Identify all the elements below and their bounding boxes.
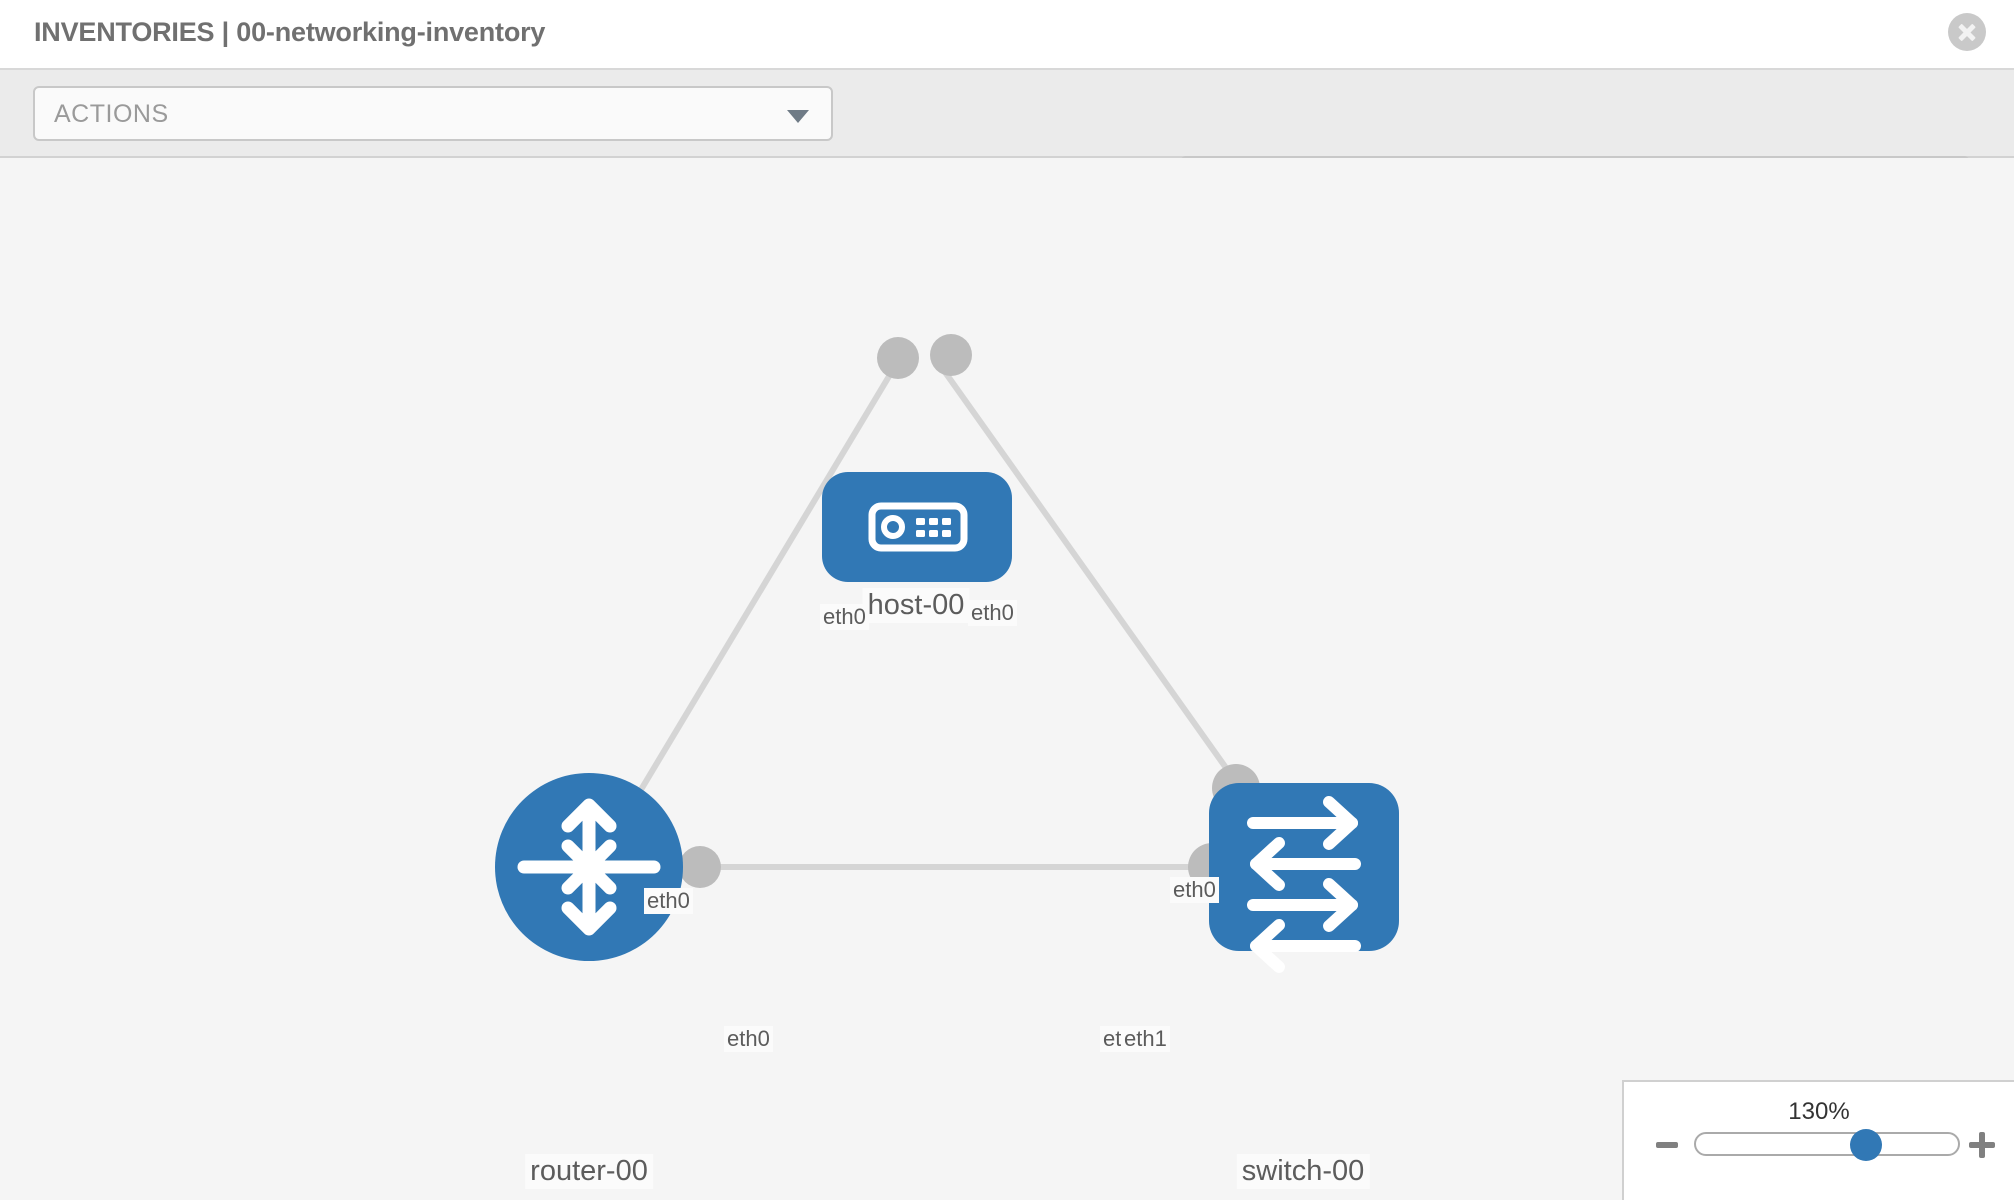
topology-graph bbox=[495, 334, 1399, 973]
topology-canvas[interactable]: host-00 router-00 switch-00 eth0 eth0 et… bbox=[0, 158, 2014, 1200]
connector-host-right bbox=[930, 334, 972, 376]
iface-label: eth0 bbox=[644, 888, 693, 914]
toolbar: ACTIONS SEARCH bbox=[0, 70, 2014, 211]
window-header: INVENTORIES | 00-networking-inventory bbox=[0, 0, 2014, 70]
node-label-switch-00[interactable]: switch-00 bbox=[1236, 1154, 1370, 1189]
minus-icon[interactable] bbox=[1656, 1142, 1678, 1148]
iface-label: eth0 bbox=[820, 604, 869, 630]
plus-icon[interactable] bbox=[1969, 1132, 1995, 1158]
iface-label: eth1 bbox=[1121, 1026, 1170, 1052]
node-host-00 bbox=[822, 472, 1012, 582]
zoom-control-panel: 130% bbox=[1622, 1080, 2014, 1200]
node-router-00 bbox=[495, 773, 683, 961]
page-title: INVENTORIES | 00-networking-inventory bbox=[34, 17, 546, 47]
node-label-host-00[interactable]: host-00 bbox=[862, 588, 970, 623]
connector-host-left bbox=[877, 337, 919, 379]
chevron-down-icon bbox=[787, 110, 809, 123]
zoom-level-value: 130% bbox=[1788, 1098, 1850, 1125]
node-label-router-00[interactable]: router-00 bbox=[525, 1154, 653, 1189]
zoom-slider-track[interactable] bbox=[1694, 1132, 1960, 1156]
iface-label: eth0 bbox=[1170, 877, 1219, 903]
iface-label: eth0 bbox=[968, 600, 1017, 626]
link-host-router bbox=[597, 356, 903, 860]
close-icon[interactable] bbox=[1948, 13, 1986, 51]
connector-router-right bbox=[679, 846, 721, 888]
zoom-slider-thumb[interactable] bbox=[1850, 1129, 1882, 1161]
iface-label: eth0 bbox=[724, 1026, 773, 1052]
actions-dropdown-label: ACTIONS bbox=[54, 100, 169, 128]
actions-dropdown[interactable]: ACTIONS bbox=[33, 86, 833, 141]
node-switch-00 bbox=[1209, 783, 1399, 973]
